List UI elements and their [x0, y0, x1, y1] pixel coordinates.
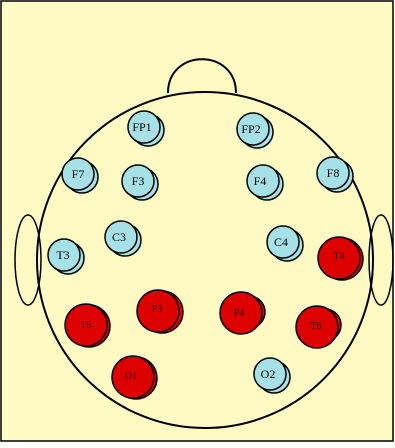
electrode-t4-label: T4 [333, 251, 344, 262]
electrode-f4-label: F4 [254, 174, 267, 188]
electrode-fp2-label: FP2 [241, 122, 260, 136]
electrode-p4-label: P4 [234, 308, 245, 319]
electrode-p3: P3 [137, 290, 183, 333]
electrode-c3-label: C3 [112, 230, 126, 244]
electrode-f8-label: F8 [327, 166, 340, 180]
electrode-t6-label: T6 [310, 321, 321, 332]
electrode-fp1-label: FP1 [132, 120, 151, 134]
electrode-t5: T5 [65, 304, 110, 347]
electrode-f7-label: F7 [72, 167, 85, 181]
electrode-c4-label: C4 [274, 235, 288, 249]
electrode-t3-label: T3 [56, 248, 69, 262]
electrode-t4: T4 [318, 237, 363, 280]
electrode-o1: O1 [112, 356, 157, 399]
electrode-o2-label: O2 [261, 367, 276, 381]
electrode-o1-label: O1 [125, 371, 137, 382]
diagram-background [1, 1, 393, 441]
electrode-f3-label: F3 [132, 174, 145, 188]
electrode-t5-label: T5 [80, 320, 91, 331]
electrode-p3-label: P3 [152, 304, 163, 315]
